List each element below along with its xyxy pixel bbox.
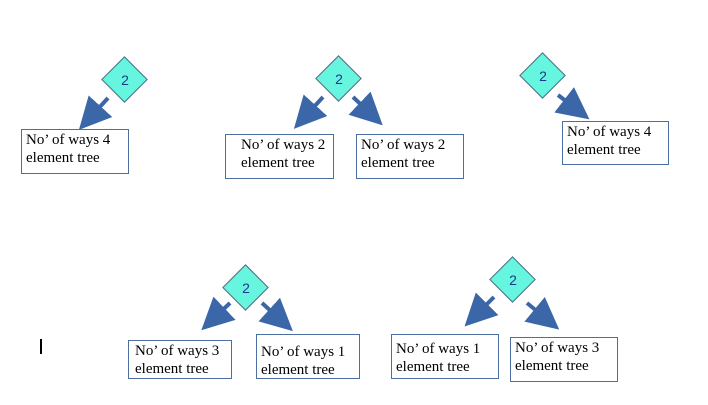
node-label: 2 (242, 280, 250, 296)
subtree-box: No’ of ways 4 element tree (562, 121, 669, 165)
arrow-4-right (258, 297, 293, 332)
subtree-box: No’ of ways 3 element tree (510, 337, 618, 382)
box-line-2: element tree (361, 155, 435, 171)
box-line-2: element tree (135, 361, 209, 377)
node-label: 2 (509, 272, 517, 288)
arrow-4-left (201, 296, 236, 331)
arrow-1-left (78, 95, 113, 130)
subtree-box: No’ of ways 2 element tree (225, 134, 334, 179)
box-line-1: No’ of ways 3 (515, 340, 600, 356)
box-line-2: element tree (241, 155, 315, 171)
arrow-5-left (464, 292, 499, 327)
box-line-1: No’ of ways 2 (361, 137, 446, 153)
subtree-box: No’ of ways 4 element tree (21, 129, 129, 174)
box-line-1: No’ of ways 1 (396, 341, 481, 357)
node-label: 2 (539, 68, 547, 84)
text-cursor (40, 339, 42, 354)
box-line-1: No’ of ways 2 (241, 137, 326, 153)
box-line-1: No’ of ways 4 (26, 132, 111, 148)
box-line-1: No’ of ways 3 (135, 343, 220, 359)
arrow-3-right (554, 87, 590, 120)
subtree-box: No’ of ways 2 element tree (356, 134, 464, 179)
arrow-2-left (293, 94, 328, 129)
subtree-box: No’ of ways 3 element tree (128, 340, 232, 379)
node-label: 2 (121, 72, 129, 88)
box-line-2: element tree (515, 358, 589, 374)
box-line-2: element tree (567, 142, 641, 158)
box-line-2: element tree (396, 359, 470, 375)
arrow-2-right (348, 91, 383, 126)
box-line-1: No’ of ways 4 (567, 124, 652, 140)
arrow-5-right (524, 296, 560, 330)
subtree-box: No’ of ways 1 element tree (256, 334, 360, 379)
box-line-2: element tree (26, 150, 100, 166)
box-line-1: No’ of ways 1 (261, 344, 346, 360)
box-line-2: element tree (261, 362, 335, 378)
node-label: 2 (335, 71, 343, 87)
subtree-box: No’ of ways 1 element tree (391, 334, 499, 379)
